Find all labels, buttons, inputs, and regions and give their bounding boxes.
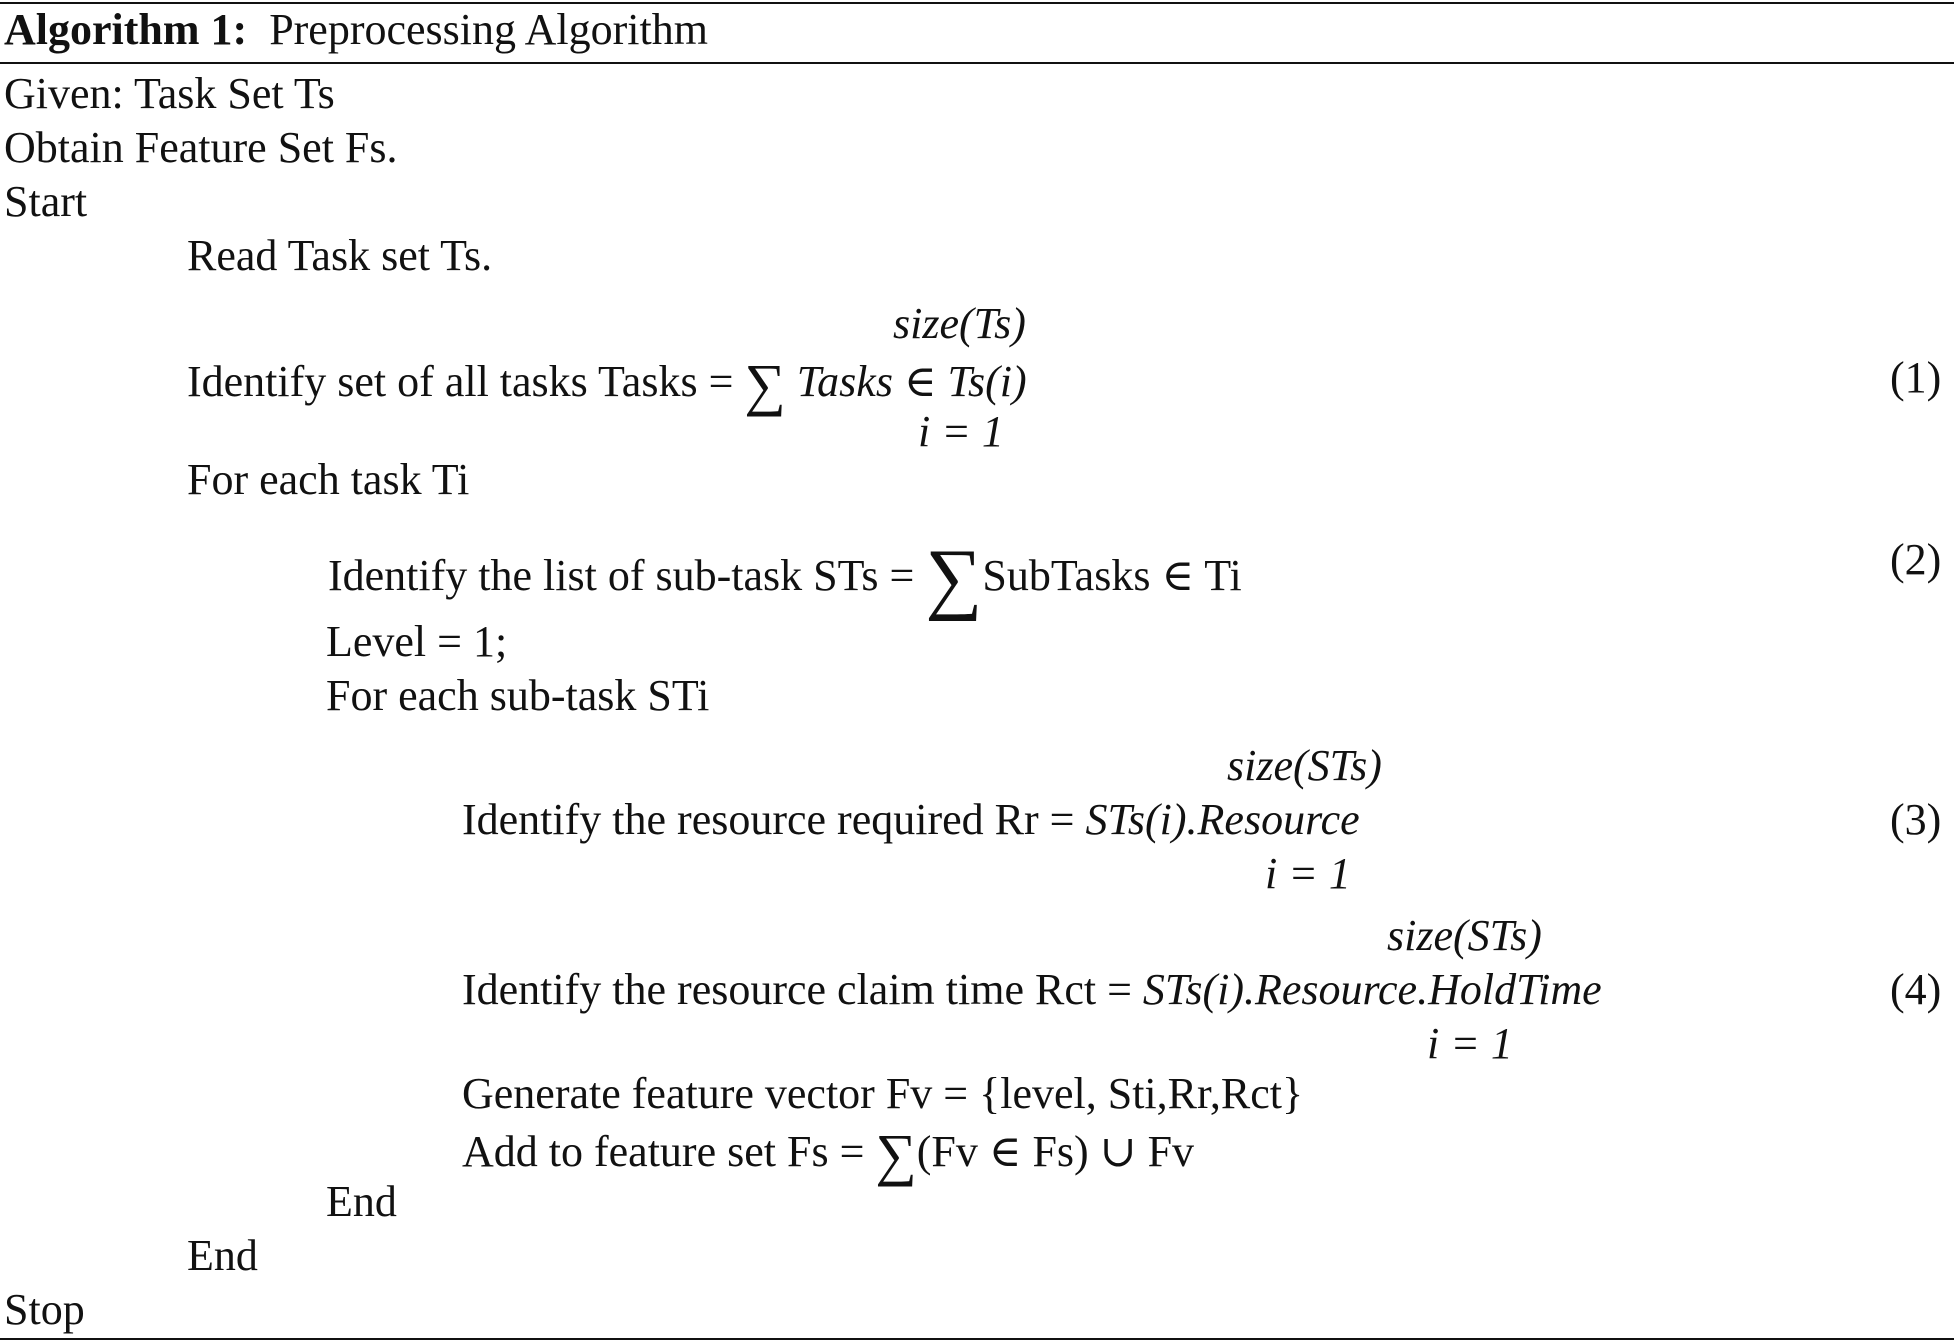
eq3-upper-limit: size(STs): [1227, 741, 1382, 790]
eq1-upper-limit: size(Ts): [893, 299, 1026, 348]
end-outer-line: End: [187, 1231, 258, 1280]
eq2-term: SubTasks ∈ Ti: [982, 551, 1242, 600]
algorithm-title: Preprocessing Algorithm: [269, 5, 708, 54]
eq3-text: Identify the resource required Rr =: [462, 795, 1075, 844]
level-line: Level = 1;: [326, 617, 508, 666]
stop-line: Stop: [4, 1285, 85, 1334]
for-each-task-line: For each task Ti: [187, 455, 470, 504]
eq1-term-tasks: Tasks: [796, 357, 893, 406]
start-line: Start: [4, 177, 88, 226]
algorithm-label: Algorithm 1:: [4, 5, 248, 54]
equation-number-4: (4): [1890, 965, 1942, 1014]
obtain-line: Obtain Feature Set Fs.: [4, 123, 398, 172]
eq4-lower-limit: i = 1: [1427, 1019, 1513, 1068]
sum-symbol: ∑: [875, 1122, 917, 1187]
for-each-subtask-line: For each sub-task STi: [326, 671, 710, 720]
eq1-text: Identify set of all tasks Tasks =: [187, 357, 734, 406]
add-text: Add to feature set Fs =: [462, 1127, 865, 1176]
bottom-rule: [0, 1338, 1954, 1340]
equation-number-3: (3): [1890, 795, 1942, 844]
end-inner-line: End: [326, 1177, 397, 1226]
given-line: Given: Task Set Ts: [4, 69, 335, 118]
eq3-term: STs(i).Resource: [1085, 795, 1360, 844]
header-rule: [0, 62, 1954, 64]
eq2-line: Identify the list of sub-task STs = ∑Sub…: [328, 538, 1242, 618]
generate-line: Generate feature vector Fv = {level, Sti…: [462, 1069, 1304, 1118]
eq3-lower-limit: i = 1: [1265, 849, 1351, 898]
algorithm-header: Algorithm 1: Preprocessing Algorithm: [4, 8, 708, 52]
eq2-text: Identify the list of sub-task STs =: [328, 551, 915, 600]
equation-number-1: (1): [1890, 353, 1942, 402]
add-line: Add to feature set Fs = ∑(Fv ∈ Fs) ∪ Fv: [462, 1126, 1194, 1184]
read-line: Read Task set Ts.: [187, 231, 493, 280]
eq4-term: STs(i).Resource.HoldTime: [1142, 965, 1602, 1014]
eq1-term-in: ∈: [903, 357, 937, 406]
eq4-upper-limit: size(STs): [1387, 911, 1542, 960]
sum-symbol: ∑: [744, 352, 786, 417]
eq4-line: Identify the resource claim time Rct = S…: [462, 968, 1602, 1012]
sum-symbol: ∑: [925, 534, 983, 622]
top-rule: [0, 2, 1954, 4]
equation-number-2: (2): [1890, 535, 1942, 584]
eq1-term-ts: Ts(i): [947, 357, 1027, 406]
add-term: (Fv ∈ Fs) ∪ Fv: [916, 1127, 1195, 1176]
eq1-line: Identify set of all tasks Tasks = ∑ Task…: [187, 356, 1027, 414]
eq3-line: Identify the resource required Rr = STs(…: [462, 798, 1360, 842]
eq1-lower-limit: i = 1: [918, 407, 1004, 456]
eq4-text: Identify the resource claim time Rct =: [462, 965, 1132, 1014]
